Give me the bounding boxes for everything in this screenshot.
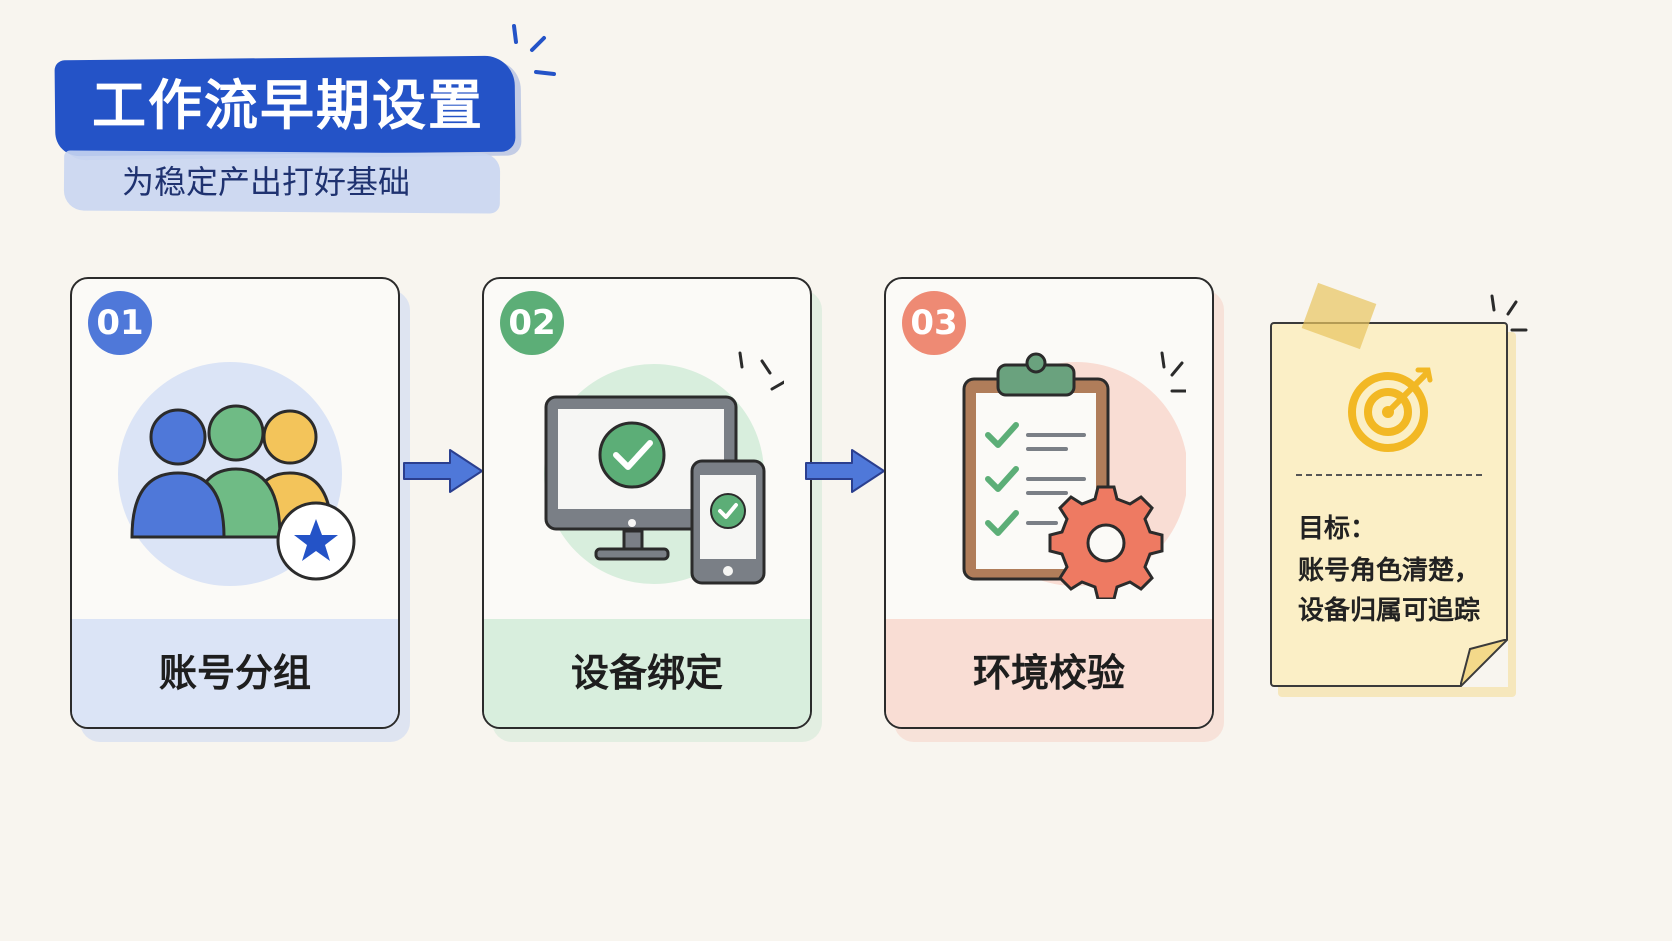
step-label: 设备绑定 <box>570 651 723 695</box>
step-card-device-binding: 02 设备绑定 <box>482 277 812 729</box>
page-title: 工作流早期设置 <box>92 74 484 137</box>
sparkle-marks-icon <box>1490 294 1528 332</box>
step-card-environment-check: 03 环境校验 <box>884 277 1214 729</box>
target-icon <box>1348 367 1433 452</box>
card-label-band <box>886 619 1212 727</box>
goal-note: 目标： 账号角色清楚， 设备归属可追踪 <box>1270 322 1508 687</box>
goal-label: 目标： <box>1298 514 1377 544</box>
step-number-badge: 02 <box>500 291 564 355</box>
step-number-badge: 03 <box>902 291 966 355</box>
goal-line-1: 账号角色清楚， <box>1298 556 1481 586</box>
arrow-right-icon <box>805 449 885 493</box>
goal-line-2: 设备归属可追踪 <box>1298 596 1481 626</box>
page-subtitle: 为稳定产出打好基础 <box>122 163 411 201</box>
step-number-badge: 01 <box>88 291 152 355</box>
step-label: 环境校验 <box>972 651 1125 695</box>
sparkle-marks-icon <box>512 24 556 76</box>
clipboard-gear-icon <box>962 351 1186 599</box>
note-divider <box>1296 474 1482 476</box>
arrow-right-icon <box>403 449 483 493</box>
page-curl-icon <box>1460 639 1508 687</box>
step-card-account-grouping: 01 账号分组 <box>70 277 400 729</box>
device-check-icon <box>544 351 784 585</box>
card-label-band <box>484 619 810 727</box>
card-label-band <box>72 619 398 727</box>
user-group-icon <box>118 362 356 586</box>
step-label: 账号分组 <box>158 651 311 695</box>
